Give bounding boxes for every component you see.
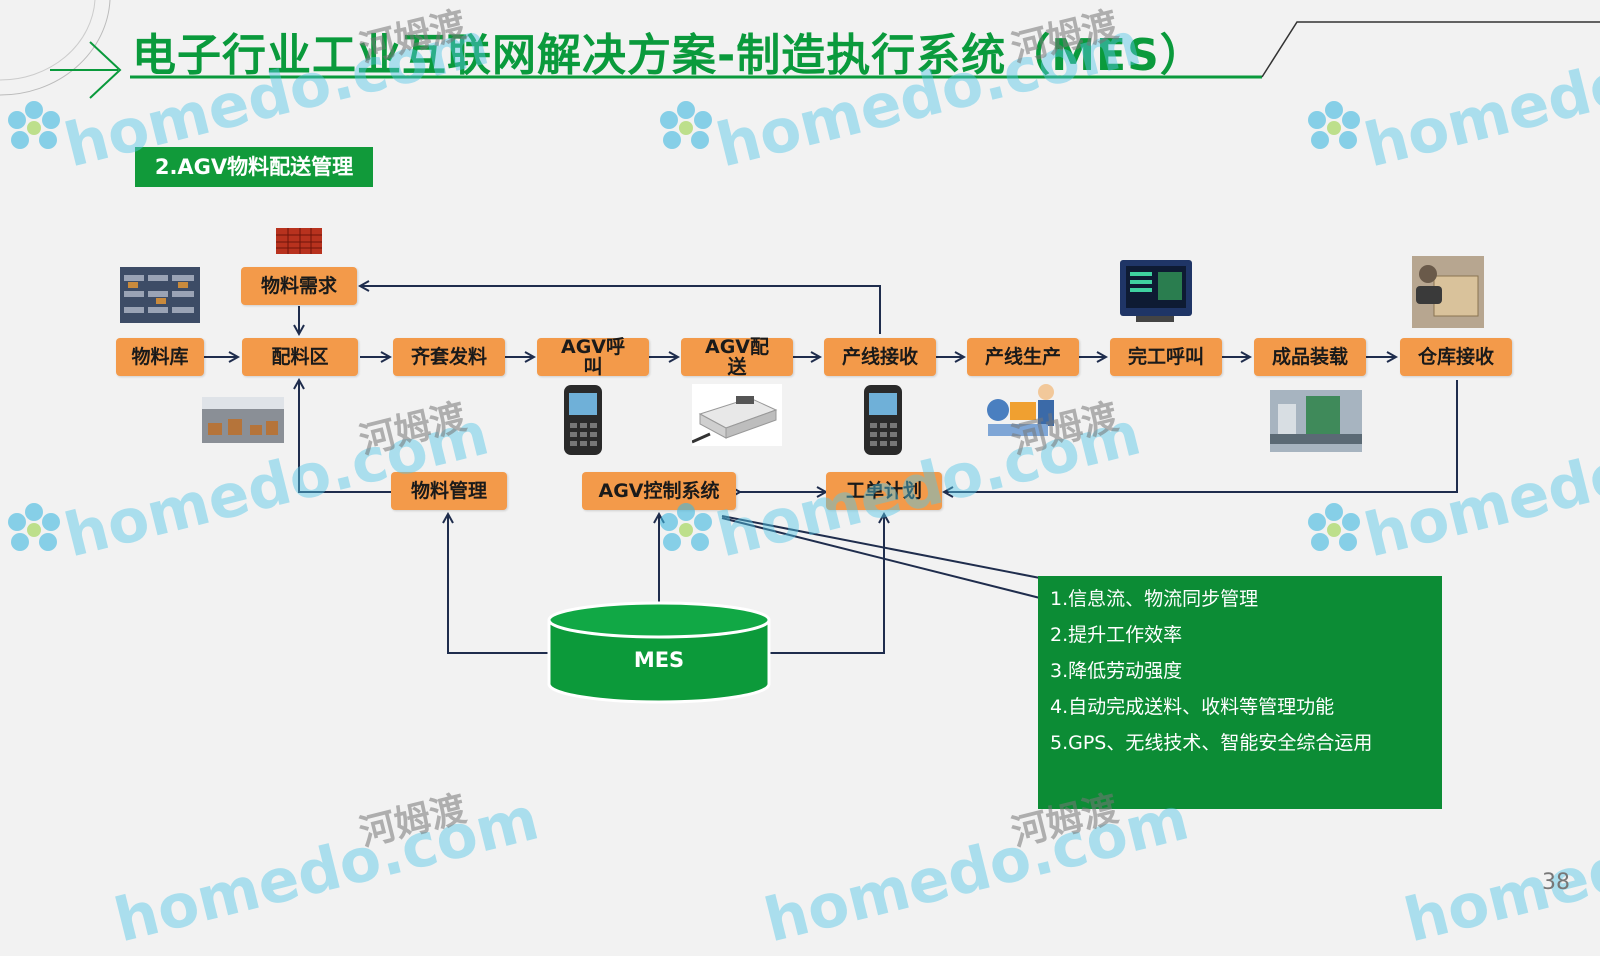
node-agv-call: AGV呼 叫: [537, 336, 649, 378]
benefit-item: 3.降低劳动强度: [1050, 660, 1183, 682]
watermark-flower-icon: [8, 101, 60, 149]
node-line-production: 产线生产: [967, 338, 1079, 376]
node-agv-delivery-line2: 送: [727, 356, 747, 378]
benefit-item: 4.自动完成送料、收料等管理功能: [1050, 696, 1335, 718]
watermark-flower-icon: [660, 101, 712, 149]
section-label: 2.AGV物料配送管理: [135, 147, 373, 187]
node-agv-call-line1: AGV呼: [560, 336, 625, 358]
page-number: 38: [1542, 870, 1570, 895]
callout-line-1: [721, 515, 1041, 579]
node-warehouse-receive: 仓库接收: [1400, 338, 1512, 376]
benefit-item: 5.GPS、无线技术、智能安全综合运用: [1050, 732, 1373, 754]
node-material-demand: 物料需求: [241, 267, 357, 305]
node-distribution-area: 配料区: [242, 338, 358, 376]
flow-connectors: [204, 0, 1458, 654]
watermark-flower-icon: [1308, 101, 1360, 149]
material-demand-report-icon: [276, 228, 322, 254]
node-agv-delivery-line1: AGV配: [704, 336, 769, 358]
mes-database-cylinder: [547, 601, 771, 704]
finished-goods-conveyor-photo: [1270, 390, 1362, 452]
watermark-flower-icon: [8, 503, 60, 551]
header-decoration: [0, 0, 1600, 99]
distribution-area-photo: [202, 397, 284, 443]
node-completion-call: 完工呼叫: [1110, 338, 1222, 376]
benefits-box: 1.信息流、物流同步管理 2.提升工作效率 3.降低劳动强度 4.自动完成送料、…: [1038, 576, 1442, 809]
node-agv-control-system: AGV控制系统: [582, 472, 736, 510]
warehouse-receive-photo: [1412, 256, 1484, 328]
node-material-management: 物料管理: [391, 472, 507, 510]
benefit-item: 1.信息流、物流同步管理: [1050, 588, 1259, 610]
arrow-mes-to-materialmgmt: [448, 514, 550, 654]
arrow-linereceive-to-demand: [360, 286, 881, 334]
agv-vehicle-image: [692, 384, 782, 446]
arrow-whreceive-to-workorder: [944, 380, 1458, 492]
handheld-terminal-image-2: [864, 385, 902, 455]
watermark-flower-icon: [660, 503, 712, 551]
page-title: 电子行业工业互联网解决方案-制造执行系统（MES）: [132, 30, 1205, 81]
node-agv-call-line2: 叫: [583, 356, 603, 378]
handheld-terminal-image-1: [564, 385, 602, 455]
watermark-flower-icon: [1308, 503, 1360, 551]
benefit-item: 2.提升工作效率: [1050, 624, 1183, 646]
node-finished-loading: 成品装载: [1254, 338, 1366, 376]
monitor-display-image: [1120, 260, 1192, 322]
callout-line-2: [721, 517, 1041, 599]
arrow-materialmgmt-to-distribution: [299, 380, 392, 493]
node-agv-delivery: AGV配 送: [681, 336, 793, 378]
arrow-mes-to-workorder: [770, 514, 884, 654]
node-work-order-plan: 工单计划: [826, 472, 942, 510]
node-warehouse: 物料库: [116, 338, 204, 376]
node-kit-issue: 齐套发料: [393, 338, 505, 376]
mes-label: MES: [633, 648, 685, 672]
warehouse-shelves-photo: [120, 267, 200, 323]
production-workers-icon: [987, 384, 1054, 436]
node-line-receive: 产线接收: [824, 338, 936, 376]
